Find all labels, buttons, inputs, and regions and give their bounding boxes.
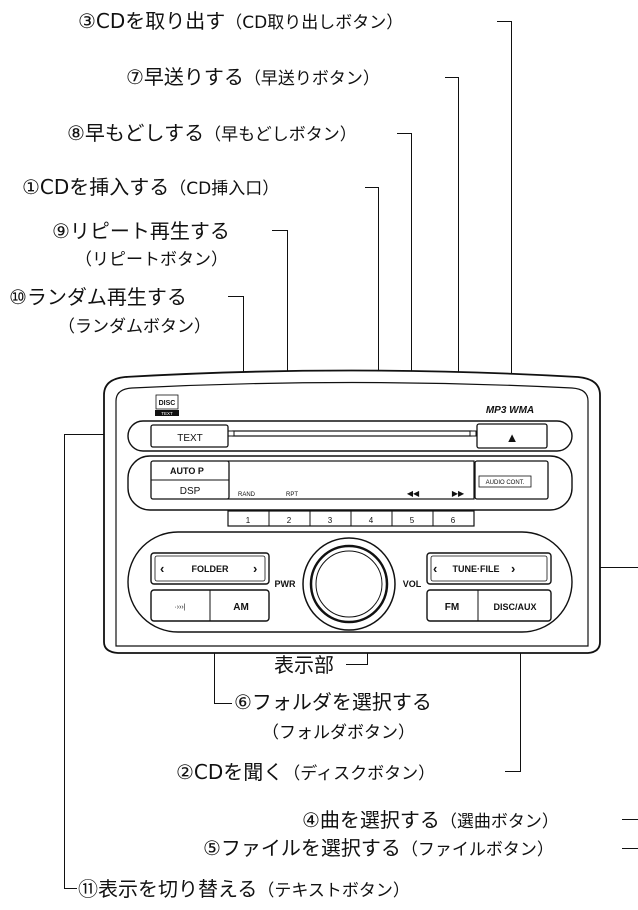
- leader-file-end: [622, 848, 638, 850]
- leader-tune-end: [622, 819, 638, 821]
- tune-file-button[interactable]: [426, 552, 552, 585]
- leader-insert-h: [365, 187, 379, 189]
- callout-folder: ⑥フォルダを選択する: [234, 690, 432, 714]
- callout-tune-sub: （選曲ボタン）: [439, 812, 559, 832]
- callout-rew-sub: （早もどしボタン）: [204, 125, 357, 145]
- leader-eject-h: [497, 21, 512, 23]
- callout-insert-sub: （CD挿入口）: [169, 179, 280, 199]
- leader-disc-v: [520, 582, 522, 772]
- folder-prev-icon: ‹: [160, 561, 164, 576]
- callout-eject-sub: （CD取り出しボタン）: [225, 13, 404, 33]
- dsp-label: DSP: [180, 486, 201, 497]
- callout-eject-main: ③CDを取り出す: [78, 9, 226, 33]
- leader-ff-h: [445, 77, 459, 79]
- disc-logo-text: DISC: [159, 400, 176, 407]
- rewind-icon: ◀◀: [407, 489, 420, 498]
- callout-repeat-main: ⑨リピート再生する: [52, 219, 230, 243]
- callout-repeat-sub: （リピートボタン）: [75, 250, 228, 270]
- folder-next-icon: ›: [253, 561, 257, 576]
- preset-6-button[interactable]: 6: [451, 516, 456, 525]
- audio-cont-label: AUDIO CONT.: [486, 480, 525, 486]
- callout-rew-main: ⑧早もどしする: [67, 121, 205, 145]
- callout-random-main: ⑩ランダム再生する: [9, 285, 187, 309]
- leader-display-h: [346, 664, 368, 666]
- tune-next-icon: ›: [511, 561, 515, 576]
- display-screen: [227, 460, 475, 500]
- callout-insert-main: ①CDを挿入する: [22, 175, 170, 199]
- callout-ff-sub: （早送りボタン）: [243, 69, 380, 89]
- disc-aux-button[interactable]: DISC/AUX: [493, 602, 536, 612]
- eject-icon: ▲: [506, 430, 519, 445]
- folder-label: FOLDER: [192, 564, 229, 574]
- callout-display-main: 表示部: [274, 653, 334, 677]
- cd-slot[interactable]: [232, 430, 472, 437]
- callout-text: ⑪表示を切り替える（テキストボタン）: [78, 877, 410, 903]
- fm-button[interactable]: FM: [445, 602, 459, 613]
- vol-label: VOL: [403, 579, 422, 589]
- callout-random-sub: （ランダムボタン）: [58, 317, 211, 337]
- callout-random: ⑩ランダム再生する: [9, 285, 187, 309]
- callout-folder-sub: （フォルダボタン）: [262, 723, 415, 743]
- leader-text-v: [64, 434, 66, 889]
- leader-rew-h: [397, 133, 412, 135]
- leader-disc-h: [505, 771, 521, 773]
- leader-text-bottom: [64, 888, 77, 890]
- preset-1-button[interactable]: 1: [246, 516, 251, 525]
- leader-repeat-h: [272, 230, 288, 232]
- leader-eject-v: [511, 21, 513, 431]
- callout-tune: ④曲を選択する（選曲ボタン）: [302, 808, 559, 834]
- text-button-label: TEXT: [177, 433, 203, 444]
- am-button[interactable]: AM: [233, 602, 249, 613]
- leader-random-h: [228, 296, 244, 298]
- eject-button[interactable]: [476, 423, 548, 449]
- preset-4-button[interactable]: 4: [369, 516, 374, 525]
- callout-tune-main: ④曲を選択する: [302, 808, 440, 832]
- leader-ff-v: [458, 77, 460, 490]
- leader-folder-h: [214, 703, 232, 705]
- leader-repeat-v: [287, 230, 289, 490]
- callout-disc-sub: （ディスクボタン）: [283, 764, 436, 784]
- faceplate-inner: [115, 381, 589, 647]
- preset-2-button[interactable]: 2: [287, 516, 292, 525]
- disc-logo-sub: TEXT: [161, 411, 173, 416]
- leader-rew-v: [411, 133, 413, 490]
- callout-disc-main: ②CDを聞く: [176, 760, 284, 784]
- disc-logo-icon: DISC TEXT: [155, 394, 179, 416]
- callout-insert: ①CDを挿入する（CD挿入口）: [22, 175, 279, 201]
- leader-insert-v: [378, 187, 380, 422]
- preset-3-button[interactable]: 3: [328, 516, 333, 525]
- callout-rew: ⑧早もどしする（早もどしボタン）: [67, 121, 357, 147]
- autop-label: AUTO P: [170, 466, 204, 476]
- callout-ff: ⑦早送りする（早送りボタン）: [126, 65, 380, 91]
- tune-file-label: TUNE·FILE: [453, 564, 500, 574]
- volume-knob[interactable]: [302, 537, 396, 631]
- callout-file: ⑤ファイルを選択する（ファイルボタン）: [203, 836, 554, 862]
- callout-text-sub: （テキストボタン）: [257, 881, 410, 901]
- callout-repeat: ⑨リピート再生する: [52, 219, 230, 243]
- pwr-label: PWR: [275, 579, 296, 589]
- callout-ff-main: ⑦早送りする: [126, 65, 244, 89]
- scan-button[interactable]: ·›››|: [174, 604, 185, 611]
- repeat-indicator: RPT: [286, 492, 298, 498]
- random-indicator: RAND: [238, 492, 256, 498]
- cd-slot-right-cap: [469, 430, 477, 437]
- callout-eject: ③CDを取り出す（CD取り出しボタン）: [78, 9, 403, 35]
- tune-prev-icon: ‹: [433, 561, 437, 576]
- callout-folder-main: ⑥フォルダを選択する: [234, 690, 432, 714]
- preset-buttons: 1 2 3 4 5 6: [227, 510, 475, 527]
- cd-slot-left-cap: [227, 430, 235, 437]
- callout-disc: ②CDを聞く（ディスクボタン）: [176, 760, 435, 786]
- callout-file-main: ⑤ファイルを選択する: [203, 836, 401, 860]
- callout-display: 表示部: [274, 653, 334, 677]
- mp3-wma-logo: MP3 WMA: [486, 405, 534, 416]
- fast-forward-icon: ▶▶: [452, 489, 465, 498]
- callout-text-main: ⑪表示を切り替える: [78, 877, 258, 901]
- text-button[interactable]: [150, 424, 229, 448]
- folder-button[interactable]: [150, 552, 270, 585]
- callout-file-sub: （ファイルボタン）: [400, 840, 554, 860]
- preset-5-button[interactable]: 5: [410, 516, 415, 525]
- fm-disc-group: [426, 589, 552, 622]
